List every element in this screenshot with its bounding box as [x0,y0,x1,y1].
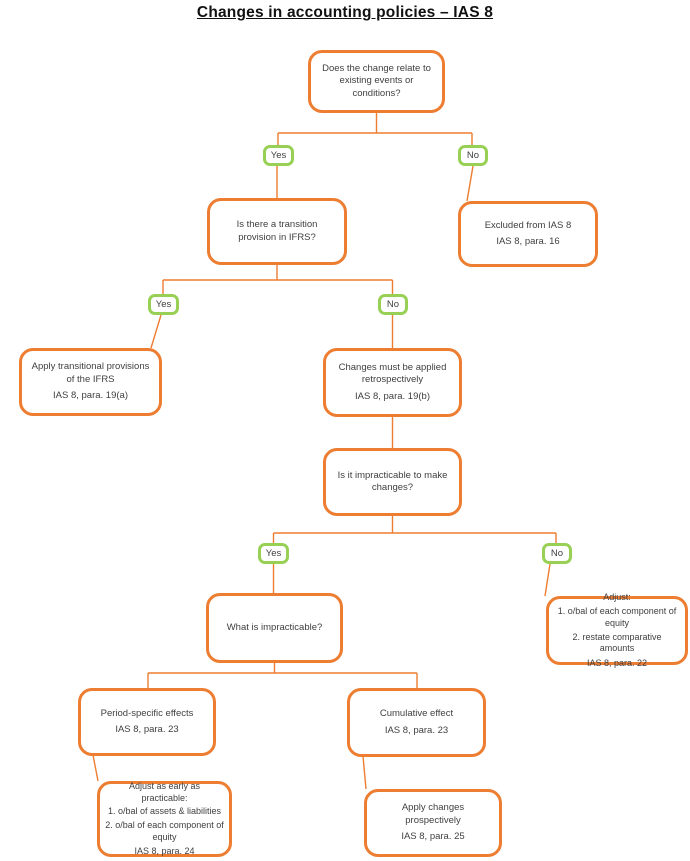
node-cumulative-effect: Cumulative effect IAS 8, para. 23 [347,688,486,757]
node-period-specific-effects: Period-specific effects IAS 8, para. 23 [78,688,216,756]
node-what-is-impracticable: What is impracticable? [206,593,343,663]
node-reference: IAS 8, para. 19(b) [355,390,430,402]
node-text: Adjust: [603,592,631,603]
node-excluded-from-ias8: Excluded from IAS 8 IAS 8, para. 16 [458,201,598,267]
decision-label-no-2: No [378,294,408,315]
node-text: What is impracticable? [226,621,323,633]
node-transition-provision-question: Is there a transition provision in IFRS? [207,198,347,265]
decision-label-yes-3: Yes [258,543,289,564]
diagram-title: Changes in accounting policies – IAS 8 [196,4,494,21]
node-change-relates-question: Does the change relate to existing event… [308,50,445,113]
node-list-item: 1. o/bal of each component of equity [557,606,677,628]
node-text: Apply changes prospectively [401,802,465,826]
decision-label-yes-2: Yes [148,294,179,315]
node-text: Cumulative effect [379,708,454,720]
node-list-item: 2. restate comparative amounts [572,631,662,654]
node-impracticable-question: Is it impracticable to make changes? [323,448,462,516]
node-text: Is there a transition provision in IFRS? [236,219,318,243]
node-text: Period-specific effects [100,707,194,719]
node-reference: IAS 8, para. 24 [134,846,195,857]
node-apply-transitional-provisions: Apply transitional provisions of the IFR… [19,348,162,416]
decision-text: No [550,548,564,559]
decision-text: Yes [155,299,172,310]
decision-label-yes-1: Yes [263,145,294,166]
node-reference: IAS 8, para. 16 [496,236,560,247]
node-text: Apply transitional provisions of the IFR… [31,361,150,385]
node-reference: IAS 8, para. 19(a) [53,390,128,402]
node-adjust-equity: Adjust: 1. o/bal of each component of eq… [546,592,688,668]
decision-text: Yes [265,548,282,559]
node-retrospective-application: Changes must be applied retrospectively … [323,348,462,417]
node-apply-changes-prospectively: Apply changes prospectively IAS 8, para.… [364,789,502,857]
node-list-item: 1. o/bal of assets & liabilities [107,806,222,817]
decision-text: No [386,299,400,310]
node-list-item: 2. o/bal of each component of equity [105,820,224,842]
node-text: Does the change relate to existing event… [322,62,431,99]
node-text: Is it impracticable to make changes? [337,469,448,493]
decision-text: No [466,150,480,161]
node-reference: IAS 8, para. 22 [586,657,648,668]
decision-label-no-3: No [542,543,572,564]
node-text: Excluded from IAS 8 [484,219,572,231]
decision-label-no-1: No [458,145,488,166]
node-text: Adjust as early as practicable: [128,780,201,803]
node-adjust-as-early-as-practicable: Adjust as early as practicable: 1. o/bal… [97,781,232,857]
decision-text: Yes [270,150,287,161]
node-reference: IAS 8, para. 23 [115,724,179,735]
node-reference: IAS 8, para. 23 [384,724,449,736]
node-reference: IAS 8, para. 25 [401,831,465,843]
node-text: Changes must be applied retrospectively [338,361,447,386]
